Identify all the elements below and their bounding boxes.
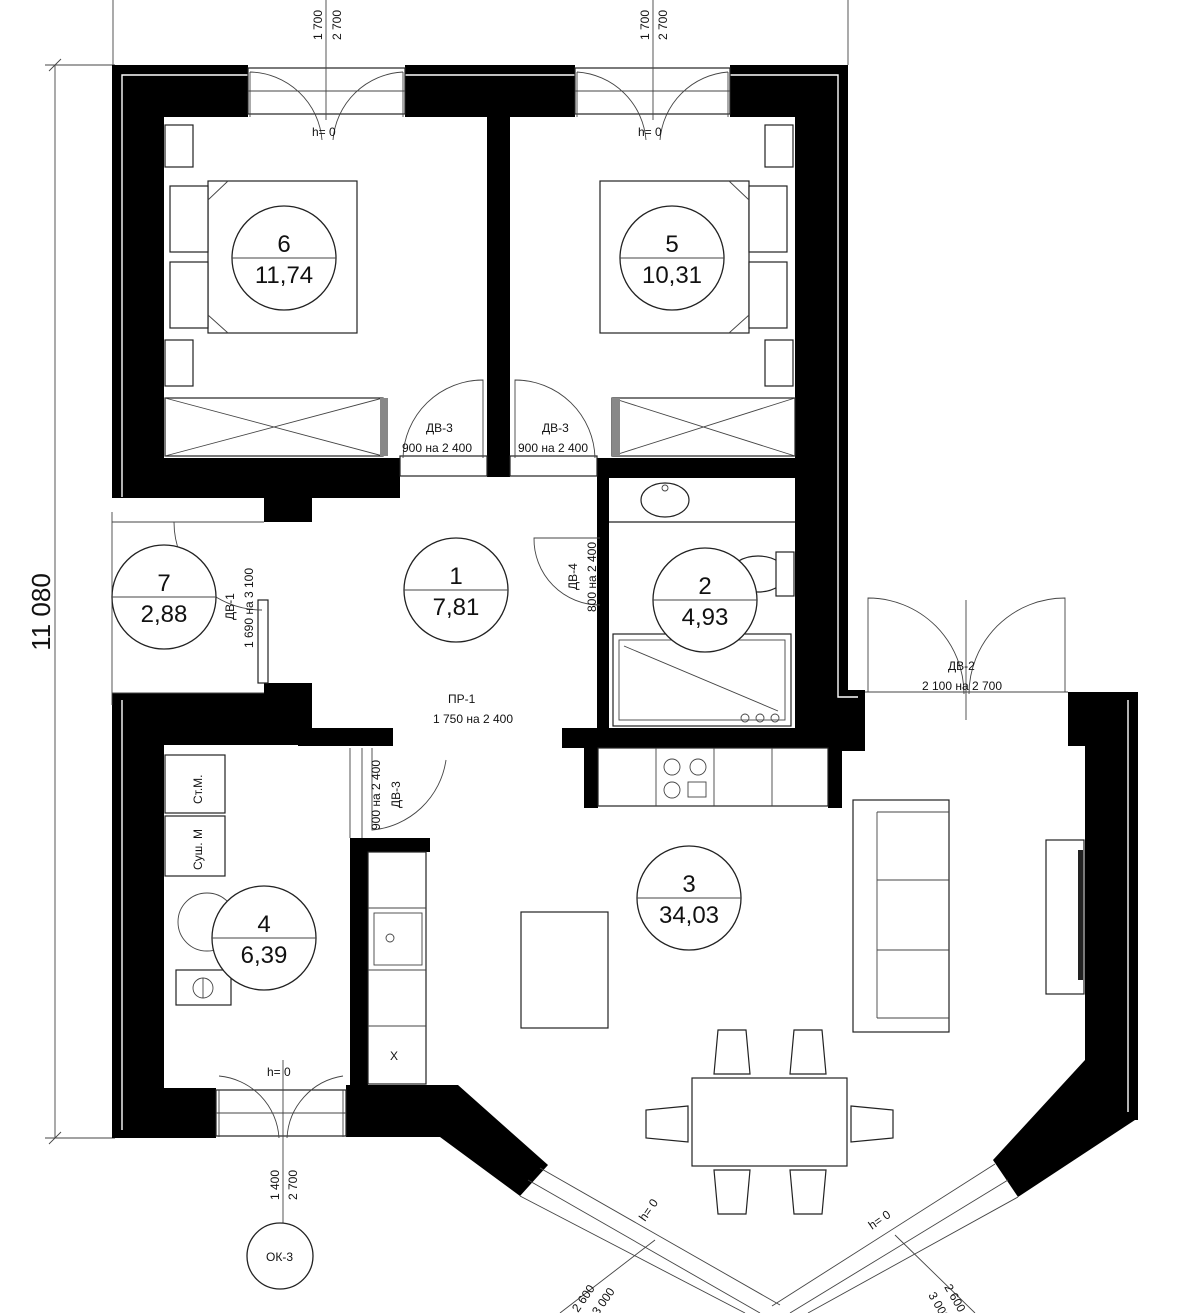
walls: [112, 65, 1138, 1197]
top-extension-lines: [112, 0, 849, 65]
room-tag-3: 3 34,03: [636, 845, 742, 951]
overall-dimension-text: 11 080: [26, 573, 56, 651]
win-tr-sill: 1 700: [638, 10, 652, 40]
dv3-laundry-name: ДВ-3: [389, 781, 403, 808]
fridge-mark: X: [390, 1049, 398, 1063]
dv4-size: 800 на 2 400: [585, 542, 599, 612]
win-dr-h: h= 0: [866, 1207, 894, 1232]
door-dv3-right: [509, 379, 598, 477]
room-7-number: 7: [157, 570, 170, 597]
win-tl-h: h= 0: [312, 125, 336, 139]
win-dl-h: h= 0: [636, 1196, 661, 1224]
window-top-left: [247, 0, 406, 141]
door-dv2: [865, 597, 1068, 720]
room-5-number: 5: [665, 231, 678, 258]
kitchen-island: [520, 911, 609, 1029]
dv2-size: 2 100 на 2 700: [922, 679, 1002, 693]
room-tag-7: 7 2,88: [111, 544, 217, 650]
room-1-area: 7,81: [433, 594, 480, 621]
dv1-size: 1 690 на 3 100: [242, 568, 256, 648]
overall-dimension-line: 11 080: [26, 58, 115, 1145]
pr1-name: ПР-1: [448, 692, 476, 706]
win-tr-h: h= 0: [638, 125, 662, 139]
dining-table: [645, 1029, 894, 1215]
room-4-area: 6,39: [241, 942, 288, 969]
dryer-label: Суш. М: [191, 829, 205, 870]
room-6-area: 11,74: [255, 262, 313, 289]
dv1-name: ДВ-1: [223, 593, 237, 620]
kitchen-counter-top: [597, 747, 829, 807]
washer-label: Ст.М.: [191, 775, 205, 805]
room-tag-1: 1 7,81: [403, 537, 509, 643]
wall-inner-lines: [121, 74, 1129, 1130]
room-3-number: 3: [682, 871, 695, 898]
window-top-right: [574, 0, 731, 141]
sofa: [852, 799, 950, 1033]
room-tag-6: 6 11,74: [231, 205, 337, 311]
room-tag-4: 4 6,39: [211, 885, 317, 991]
dv3-left-name: ДВ-3: [426, 421, 453, 435]
window-diagonal-left: [519, 1167, 781, 1313]
win-bottom-height: 2 700: [286, 1170, 300, 1200]
win-tl-sill: 1 700: [311, 10, 325, 40]
room-tag-2: 2 4,93: [652, 547, 758, 653]
laundry-fixtures: [164, 754, 237, 1006]
room-6-number: 6: [277, 231, 290, 258]
door-dv3-laundry: [349, 748, 447, 838]
dv3-laundry-size: 900 на 2 400: [369, 760, 383, 830]
pr1-size: 1 750 на 2 400: [433, 712, 513, 726]
room-1-number: 1: [449, 563, 462, 590]
door-dv3-left: [399, 379, 488, 477]
ok3-label: ОК-3: [266, 1250, 293, 1264]
door-dv1: [111, 512, 269, 705]
tv-unit: [1045, 839, 1085, 995]
dv3-right-name: ДВ-3: [542, 421, 569, 435]
room-tag-5: 5 10,31: [619, 205, 725, 311]
kitchen-counter-left: [367, 851, 427, 1085]
window-diagonal-right: [771, 1163, 1019, 1313]
room-3-area: 34,03: [659, 902, 719, 929]
win-bottom-h: h= 0: [267, 1065, 291, 1079]
room-7-area: 2,88: [141, 601, 188, 628]
win-bottom-sill: 1 400: [268, 1170, 282, 1200]
dv3-left-size: 900 на 2 400: [402, 441, 472, 455]
dv3-right-size: 900 на 2 400: [518, 441, 588, 455]
room-4-number: 4: [257, 911, 270, 938]
win-tr-height: 2 700: [656, 10, 670, 40]
door-dv4: [533, 537, 601, 606]
room-2-area: 4,93: [682, 604, 729, 631]
window-bottom: [215, 1060, 347, 1236]
room-5-area: 10,31: [642, 262, 702, 289]
tag-ok3: [246, 1222, 314, 1290]
room-2-number: 2: [698, 573, 711, 600]
dv2-name: ДВ-2: [948, 659, 975, 673]
win-tl-height: 2 700: [330, 10, 344, 40]
dv4-name: ДВ-4: [566, 563, 580, 590]
